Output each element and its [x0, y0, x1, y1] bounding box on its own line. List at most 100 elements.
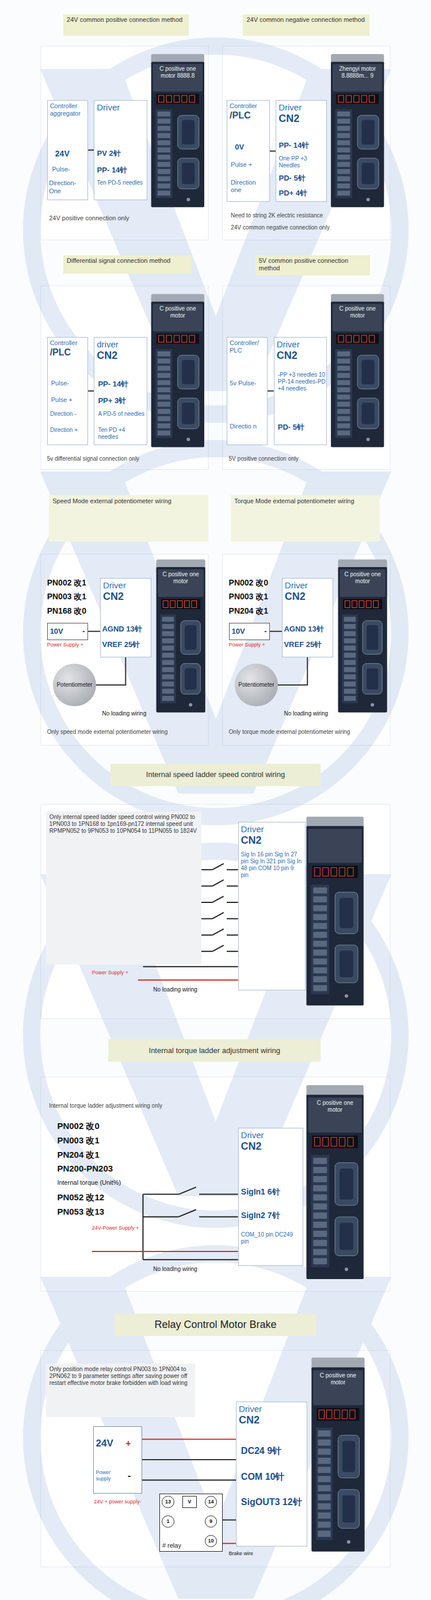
- wire-connector: [88, 631, 101, 633]
- servo-drive-graphic: [330, 54, 384, 208]
- servo-drive: C positive one motor: [151, 294, 205, 448]
- annotation-label: SigIn1 6针: [241, 1187, 301, 1198]
- annotation-label: Directio n: [229, 422, 265, 431]
- node-text: Torque Mode external potentiometer wirin…: [234, 497, 377, 506]
- potentiometer: Potentiometer: [234, 664, 278, 708]
- section-band: 5V common positive connection method: [255, 255, 371, 276]
- node-text: C positive one motor: [313, 1372, 362, 1387]
- wire: [199, 1194, 238, 1196]
- wire-connector: [142, 1459, 236, 1462]
- wire-connector: [88, 149, 95, 151]
- servo-drive-graphic: [337, 559, 387, 713]
- annotation-label: Ten PD +4 needles: [97, 426, 146, 441]
- potentiometer: Potentiometer: [52, 664, 97, 708]
- servo-drive: C positive one motor: [306, 1085, 364, 1280]
- node-text: -: [82, 627, 85, 637]
- annotation-label: 24V positive connection only: [48, 214, 202, 223]
- annotation-label: Need to string 2K electric resistance: [230, 212, 384, 220]
- annotation-label: Power Supply +: [229, 642, 273, 649]
- node-text: Zhengyi motor 8.8888m... 9: [333, 65, 382, 80]
- annotation-label: PN052 改12: [56, 1192, 123, 1204]
- annotation-label: SigOUT3 12针: [241, 1497, 305, 1509]
- annotation-label: Direction +: [50, 426, 87, 434]
- servo-drive-graphic: [311, 1358, 365, 1553]
- servo-drive: Zhengyi motor 8.8888m... 9: [330, 54, 384, 208]
- wire: [201, 918, 213, 920]
- wire: [142, 1195, 144, 1261]
- annotation-label: PN003 改1: [56, 1135, 123, 1147]
- annotation-label: PD- 5针: [279, 173, 327, 183]
- wire: [142, 1259, 238, 1261]
- node-text: 24V common negative connection method: [246, 16, 366, 24]
- panel: [40, 1351, 391, 1568]
- section-band: Internal speed ladder speed control wiri…: [110, 764, 322, 787]
- wire: [226, 935, 239, 937]
- wire: [142, 966, 238, 968]
- wire: [92, 1251, 239, 1253]
- wire-connector: [269, 150, 277, 152]
- annotation-label: COM 10针: [241, 1471, 305, 1483]
- wire: [201, 886, 213, 888]
- terminal-circle: 10: [204, 1535, 217, 1548]
- node-text: -: [264, 627, 267, 637]
- servo-drive-graphic: [330, 294, 384, 448]
- annotation-label: PN053 改13: [56, 1207, 123, 1218]
- annotation-label: VREF 25针: [283, 640, 332, 650]
- wire: [226, 902, 239, 904]
- annotation-label: No loading wiring: [101, 710, 154, 718]
- node-text: Driver: [241, 1130, 301, 1142]
- node-text: 5V common positive connection method: [258, 257, 367, 273]
- wire-connector: [96, 657, 126, 686]
- servo-drive-graphic: [151, 294, 205, 448]
- annotation-label: Power Supply +: [92, 970, 137, 977]
- node-text: Only internal speed ladder speed control…: [49, 814, 198, 835]
- annotation-label: Direction one: [230, 178, 268, 194]
- node-text: Speed Mode external potentiometer wiring: [52, 497, 205, 506]
- node-text: CN2: [241, 1141, 301, 1154]
- node-text: 10V: [231, 627, 246, 637]
- node-text: Relay Control Motor Brake: [154, 1319, 277, 1333]
- node-text: Power supply: [96, 1470, 125, 1483]
- annotation-label: PN003 改1: [47, 592, 101, 602]
- wire: [201, 869, 213, 871]
- node-text: C positive one motor 8888.8: [153, 65, 202, 80]
- node-text: Driver: [241, 824, 303, 835]
- node-text: 14: [208, 1499, 215, 1506]
- annotation-label: 24V common negative connection only: [230, 224, 384, 232]
- annotation-label: 5v differential signal connection only: [47, 455, 201, 463]
- annotation-label: PN002 改0: [56, 1121, 123, 1132]
- node-text: Driver: [278, 102, 324, 113]
- node-text: Driver: [276, 339, 324, 350]
- annotation-label: SigIn2 7针: [241, 1211, 301, 1222]
- annotation-label: No loading wiring: [153, 1266, 231, 1274]
- annotation-label: -PP +3 needles 10 PP-14 needles-PD +4 ne…: [277, 371, 327, 393]
- node-text: 13: [165, 1499, 171, 1506]
- node-text: 9: [209, 1519, 213, 1526]
- servo-drive: C positive one motor: [337, 559, 387, 713]
- annotation-label: Only torque mode external potentiometer …: [229, 729, 389, 736]
- node-text: C positive one motor: [340, 571, 385, 586]
- annotation-label: PP+ 3针: [97, 396, 146, 406]
- note-box: Only position mode relay control PN003 t…: [46, 1364, 196, 1418]
- section-band: Differential signal connection method: [63, 255, 192, 274]
- wire: [212, 880, 224, 887]
- wire: [201, 935, 213, 937]
- annotation-label: Pulse +: [51, 396, 86, 404]
- wire: [222, 1543, 236, 1546]
- node-text: Controller/ PLC: [229, 339, 265, 355]
- node-text: C positive one motor: [333, 305, 382, 320]
- node-text: Internal speed ladder speed control wiri…: [146, 770, 285, 780]
- node-text: Internal torque ladder adjustment wiring: [149, 1046, 281, 1056]
- node-text: Driver: [96, 102, 144, 113]
- node-text: C positive one motor: [153, 305, 202, 320]
- terminal-circle: 14: [204, 1496, 217, 1509]
- section-band: Relay Control Motor Brake: [114, 1314, 317, 1337]
- node-text: CN2: [241, 834, 303, 848]
- annotation-label: No loading wiring: [283, 710, 335, 718]
- wire: [138, 979, 239, 982]
- wire: [212, 896, 224, 903]
- section-band: Speed Mode external potentiometer wiring: [48, 495, 209, 543]
- node-text: Only position mode relay control PN003 t…: [49, 1366, 192, 1388]
- driver-box: DriverCN2: [238, 1128, 304, 1267]
- servo-drive-graphic: [151, 54, 205, 208]
